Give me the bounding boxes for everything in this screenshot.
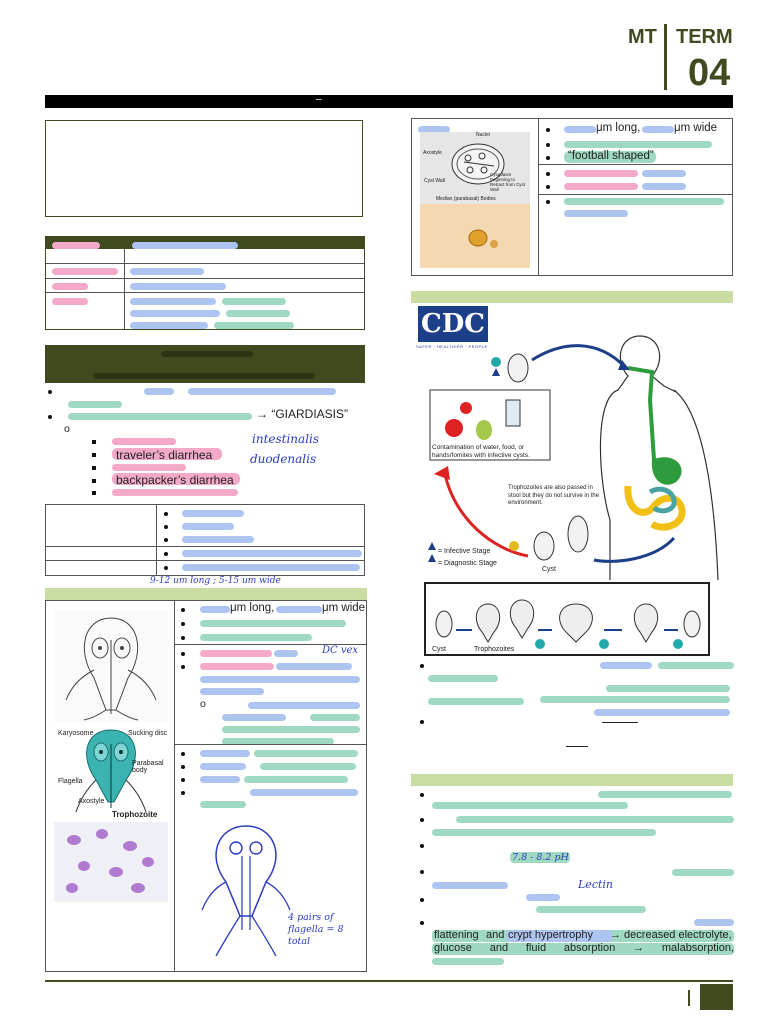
backpackers-diarrhea: backpacker’s diarrhea — [116, 473, 234, 487]
trophozoite-diagram-image — [54, 610, 168, 722]
footer-page-divider — [688, 990, 690, 1006]
footer-line — [45, 980, 733, 982]
lc-cyst-label: Cyst — [542, 566, 556, 573]
cyst-box — [411, 118, 733, 276]
lectin-note: Lectin — [578, 878, 613, 891]
troph-note-dcvex: DC vex — [322, 645, 359, 656]
troph-caption: Trophozoite — [112, 810, 158, 819]
cyst-label-nuclei: Nuclei — [476, 132, 490, 138]
lc-contamination: Contamination of water, food, or hands/f… — [432, 444, 530, 459]
troph-label-axostyle: Axostyle — [78, 798, 105, 805]
cdc-logo: CDC — [418, 306, 488, 342]
troph-size-long: μm long, — [230, 602, 275, 614]
cyst-label-wall: Cyst Wall — [424, 178, 445, 184]
cdc-tagline: SAFER · HEALTHIER · PEOPLE — [416, 344, 488, 349]
strip-troph-label: Trophozoites — [474, 646, 515, 653]
trophozoite-stained-image — [54, 724, 168, 818]
cyst-micrograph — [420, 204, 530, 268]
trophozoite-box — [45, 600, 367, 972]
handdrawn-trophozoite — [196, 820, 296, 960]
football-shaped: “football shaped” — [568, 150, 654, 162]
sub-bullet: o — [64, 423, 70, 435]
travelers-diarrhea: traveler’s diarrhea — [116, 448, 213, 462]
organism-banner — [45, 345, 365, 383]
title-banner — [45, 95, 733, 108]
header-term: TERM — [676, 26, 733, 48]
path-glucose: glucose and fluid absorption → malabsorp… — [434, 942, 734, 954]
troph-label-parabasal: Parabasal body — [132, 760, 164, 774]
troph-label-karyosome: Karyosome — [58, 730, 94, 737]
path-and: and — [486, 929, 505, 941]
cyst-label-axostyle: Axostyle — [423, 150, 442, 156]
cyst-label-cytoplasm: Cytoplasm Beginning to Retract from Cyst… — [490, 172, 526, 192]
footer-block — [700, 984, 733, 1010]
path-flattening: flattening — [434, 929, 479, 941]
path-crypt: crypt hypertrophy — [508, 929, 593, 941]
pathogenesis-header — [411, 774, 733, 786]
banner-dash: – — [316, 94, 322, 105]
header-mt: MT — [628, 26, 657, 48]
lifecycle-header — [411, 291, 733, 303]
troph-size-wide: μm wide — [322, 602, 366, 614]
lc-legend-infective: = Infective Stage — [438, 548, 491, 555]
giardiasis-label: → “GIARDIASIS” — [256, 407, 349, 421]
lc-legend-diagnostic: = Diagnostic Stage — [438, 560, 497, 567]
handwritten-size: 9-12 um long ; 5-15 um wide — [150, 576, 281, 586]
ph-value: 7.8 - 8.2 pH — [512, 852, 569, 863]
strip-cyst-label: Cyst — [432, 646, 446, 653]
intro-box — [45, 120, 363, 217]
trophozoite-micrograph — [54, 822, 168, 902]
handwritten-intestinalis: intestinalis — [252, 432, 320, 446]
header-divider — [664, 24, 667, 90]
handwritten-duodenalis: duodenalis — [250, 452, 317, 466]
header-number: 04 — [688, 52, 731, 94]
cyst-diagram-image — [420, 132, 530, 204]
cyst-size-long: μm long, — [596, 122, 641, 134]
troph-label-flagella: Flagella — [58, 778, 83, 785]
trophozoite-header — [45, 588, 367, 600]
lifecycle-strip — [424, 582, 710, 656]
classification-table — [45, 236, 365, 330]
cyst-label-median: Median (parabasal) Bodies — [436, 196, 496, 202]
troph-label-sucking-disc: Sucking disc — [128, 730, 168, 737]
path-decreased: → decreased electrolyte, — [610, 929, 732, 941]
flagella-note: 4 pairs of flagella = 8 total — [288, 912, 344, 947]
lifecycle-diagram — [414, 320, 734, 581]
cyst-size-wide: μm wide — [674, 122, 718, 134]
morphology-table — [45, 504, 365, 576]
lc-troph-note: Trophozoites are also passed in stool bu… — [508, 485, 600, 506]
